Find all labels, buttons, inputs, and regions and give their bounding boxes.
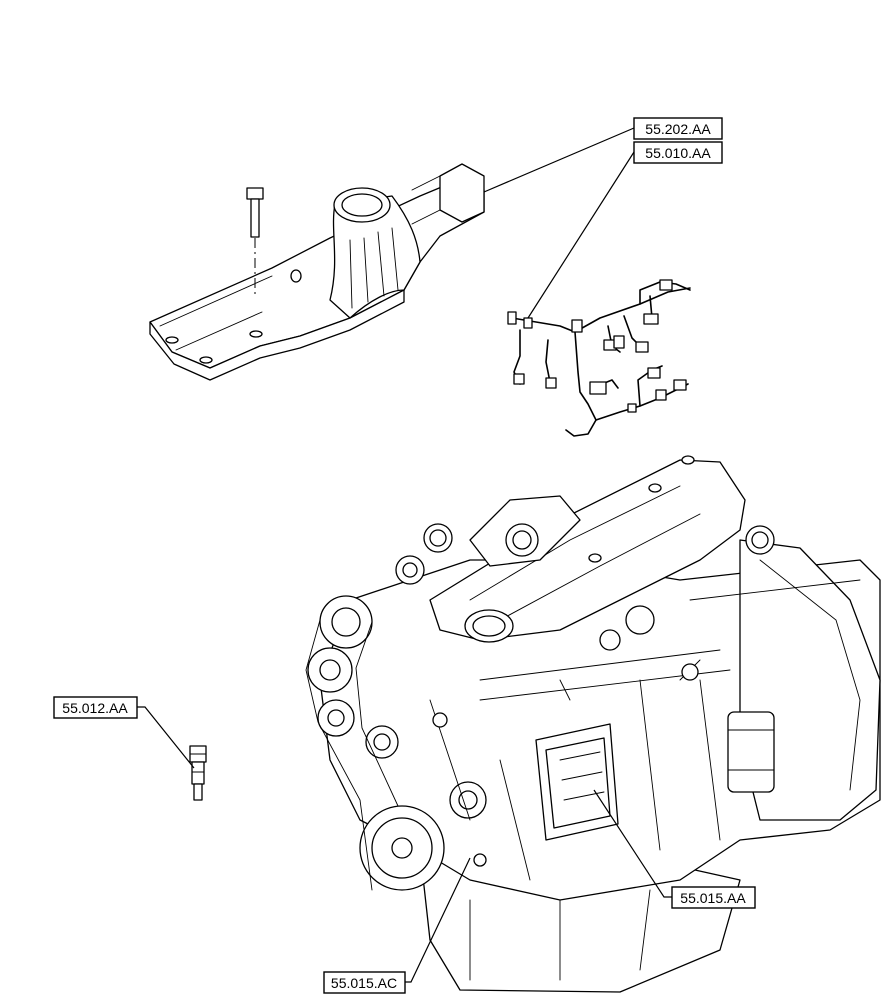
callout-55-012-aa[interactable]: 55.012.AA (53, 696, 138, 719)
callout-label: 55.012.AA (62, 700, 128, 716)
leader-lines (137, 127, 672, 983)
leader-55-015-ac (405, 857, 471, 983)
callout-label: 55.015.AA (680, 890, 746, 906)
leader-55-202-aa (483, 127, 635, 193)
engine-assembly (305, 455, 881, 993)
callout-label: 55.010.AA (645, 145, 711, 161)
sensor-part (189, 745, 207, 801)
callout-label: 55.202.AA (645, 121, 711, 137)
leader-55-010-aa (527, 151, 635, 319)
callout-55-010-aa[interactable]: 55.010.AA (633, 141, 723, 164)
wiring-harness (507, 279, 691, 437)
leader-55-015-aa (593, 789, 672, 898)
leader-55-012-aa (137, 706, 195, 769)
callout-55-015-ac[interactable]: 55.015.AC (323, 971, 406, 994)
callout-55-015-aa[interactable]: 55.015.AA (671, 886, 756, 909)
callout-label: 55.015.AC (331, 975, 397, 991)
intake-manifold (149, 163, 485, 381)
callout-55-202-aa[interactable]: 55.202.AA (633, 117, 723, 140)
